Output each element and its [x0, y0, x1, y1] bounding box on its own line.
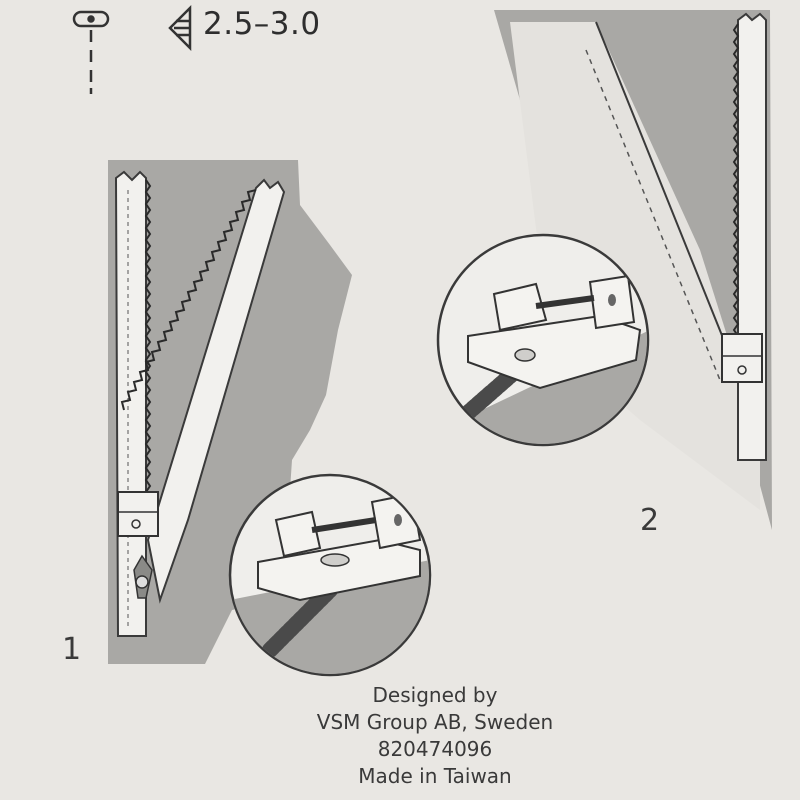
step-number-1: 1	[62, 632, 82, 667]
credits-part-number: 820474096	[377, 737, 493, 761]
step-2-panel	[494, 10, 772, 530]
straight-stitch-icon	[72, 10, 110, 94]
zipper-tape-right	[146, 178, 286, 604]
step-number-2: 2	[640, 503, 660, 538]
zipper-foot	[117, 491, 159, 537]
zipper-foot-2	[721, 333, 763, 383]
zipper-teeth	[144, 179, 152, 523]
stitch-length-icon	[168, 4, 192, 52]
credits-origin: Made in Taiwan	[358, 764, 512, 788]
zipper-tape-vertical	[737, 12, 767, 461]
credits-designed-by: Designed by	[372, 683, 498, 707]
credits-block: Designed by VSM Group AB, Sweden 8204740…	[270, 682, 600, 790]
stitch-length-value: 2.5–3.0	[203, 6, 321, 42]
detail-circle-1	[228, 473, 432, 677]
credits-company: VSM Group AB, Sweden	[316, 710, 554, 734]
step-1-panel	[108, 160, 352, 664]
fabric-flap	[510, 22, 760, 510]
zipper-teeth-diagonal	[120, 189, 257, 411]
detail-circle-2	[436, 233, 650, 447]
